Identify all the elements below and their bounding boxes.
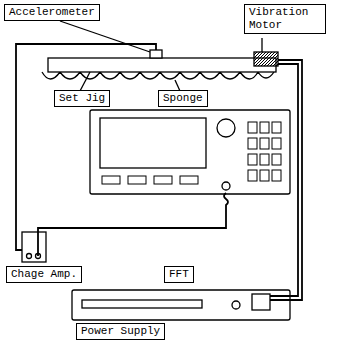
keypad-key bbox=[260, 122, 269, 133]
keypad-key bbox=[272, 122, 281, 133]
label-text: Accelerometer bbox=[9, 6, 95, 19]
keypad-key bbox=[248, 170, 257, 181]
charge-amp-device bbox=[22, 232, 46, 262]
label-box: Set Jig bbox=[54, 90, 110, 107]
set-jig bbox=[48, 58, 276, 72]
label-text: Power Supply bbox=[81, 325, 160, 338]
soft-key bbox=[154, 176, 172, 184]
keypad-key bbox=[272, 138, 281, 149]
label-text: Vibration Motor bbox=[249, 6, 321, 32]
label-text: Set Jig bbox=[59, 92, 105, 105]
power-display bbox=[82, 300, 202, 308]
keypad-key bbox=[248, 154, 257, 165]
motor-cable bbox=[270, 64, 298, 296]
keypad-key bbox=[260, 154, 269, 165]
keypad-key bbox=[272, 170, 281, 181]
label-text: Chage Amp. bbox=[11, 268, 77, 281]
label-box: Accelerometer bbox=[4, 4, 100, 21]
vibration-motor bbox=[254, 52, 278, 66]
soft-key bbox=[128, 176, 146, 184]
soft-key bbox=[180, 176, 198, 184]
label-text: FFT bbox=[169, 268, 189, 281]
accelerometer-sensor bbox=[150, 50, 162, 58]
label-box: Power Supply bbox=[76, 323, 165, 340]
power-supply-device bbox=[72, 290, 290, 320]
fft-screen bbox=[100, 118, 206, 168]
keypad-key bbox=[248, 122, 257, 133]
sponge-pads bbox=[42, 72, 274, 79]
power-terminal bbox=[252, 294, 270, 310]
keypad-key bbox=[272, 154, 281, 165]
power-knob bbox=[232, 301, 240, 309]
label-box: Vibration Motor bbox=[244, 4, 326, 34]
leader-line bbox=[60, 21, 150, 52]
soft-key bbox=[102, 176, 120, 184]
keypad-key bbox=[260, 138, 269, 149]
keypad-key bbox=[260, 170, 269, 181]
label-box: Chage Amp. bbox=[6, 266, 82, 283]
keypad-key bbox=[248, 138, 257, 149]
signal-cable bbox=[16, 44, 156, 250]
fft-analyzer bbox=[90, 110, 290, 194]
label-text: Sponge bbox=[163, 92, 203, 105]
signal-cable bbox=[38, 193, 228, 256]
fft-knob bbox=[217, 119, 235, 137]
connector bbox=[27, 254, 32, 259]
motor-cable bbox=[270, 60, 302, 300]
label-box: Sponge bbox=[158, 90, 208, 107]
leader-line bbox=[80, 72, 90, 91]
leader-line bbox=[261, 38, 262, 52]
fft-socket bbox=[222, 182, 230, 190]
label-box: FFT bbox=[164, 266, 194, 283]
